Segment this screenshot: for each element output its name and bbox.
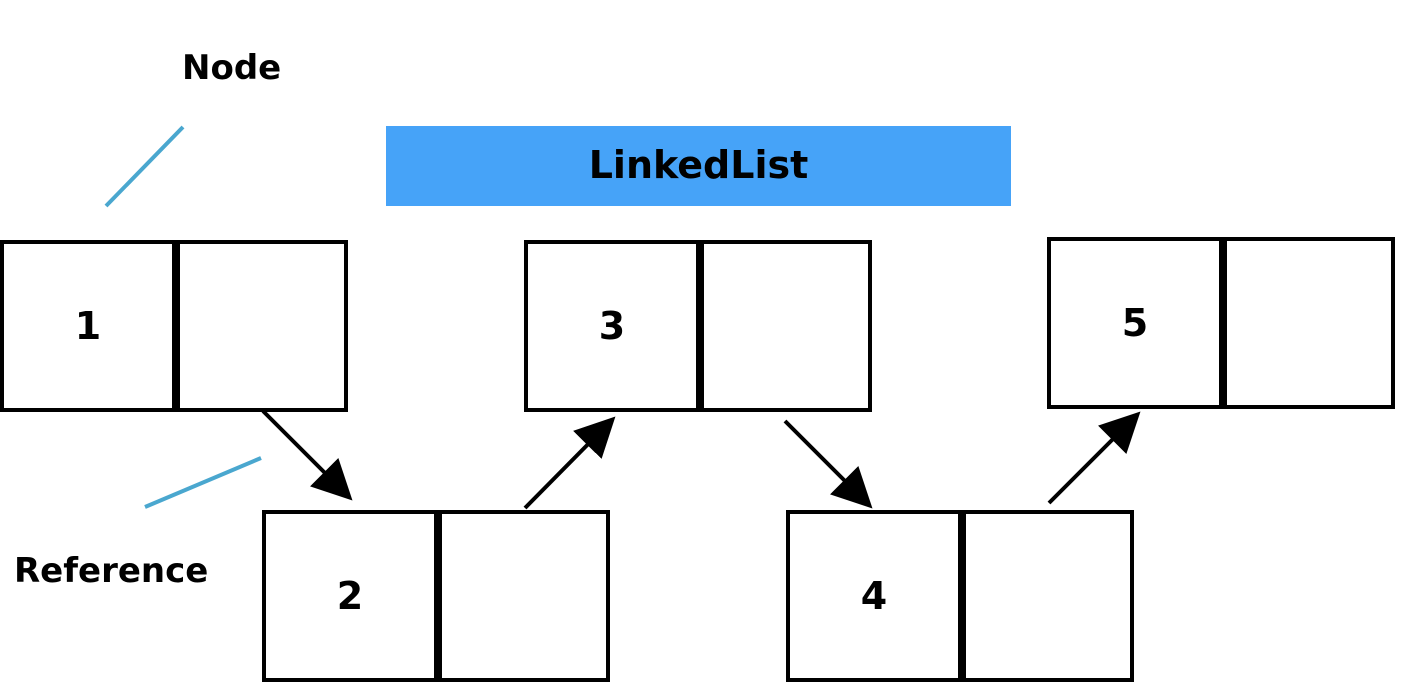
node-value-4: 4 [860, 574, 888, 618]
reference-annotation-label: Reference [14, 551, 209, 591]
node-value-1: 1 [74, 304, 102, 348]
list-node-2: 2 [262, 510, 610, 682]
node-value-5: 5 [1121, 301, 1149, 345]
node-divider-4 [958, 510, 966, 682]
node-divider-1 [172, 240, 180, 412]
node-value-2: 2 [336, 574, 364, 618]
list-node-1: 1 [0, 240, 348, 412]
list-node-5: 5 [1047, 237, 1395, 409]
node-annotation-pointer [104, 125, 185, 208]
list-node-3: 3 [524, 240, 872, 412]
reference-arrow-4-to-5 [1047, 411, 1141, 505]
reference-annotation-pointer [144, 456, 262, 509]
diagram-title: LinkedList [588, 143, 809, 187]
title-banner: LinkedList [386, 126, 1011, 206]
reference-arrow-3-to-4 [783, 419, 873, 509]
reference-arrow-1-to-2 [261, 409, 353, 501]
node-value-3: 3 [598, 304, 626, 348]
reference-arrow-2-to-3 [523, 416, 616, 510]
node-divider-5 [1219, 237, 1227, 409]
node-divider-3 [696, 240, 704, 412]
list-node-4: 4 [786, 510, 1134, 682]
node-annotation-label: Node [182, 48, 282, 88]
node-divider-2 [434, 510, 442, 682]
